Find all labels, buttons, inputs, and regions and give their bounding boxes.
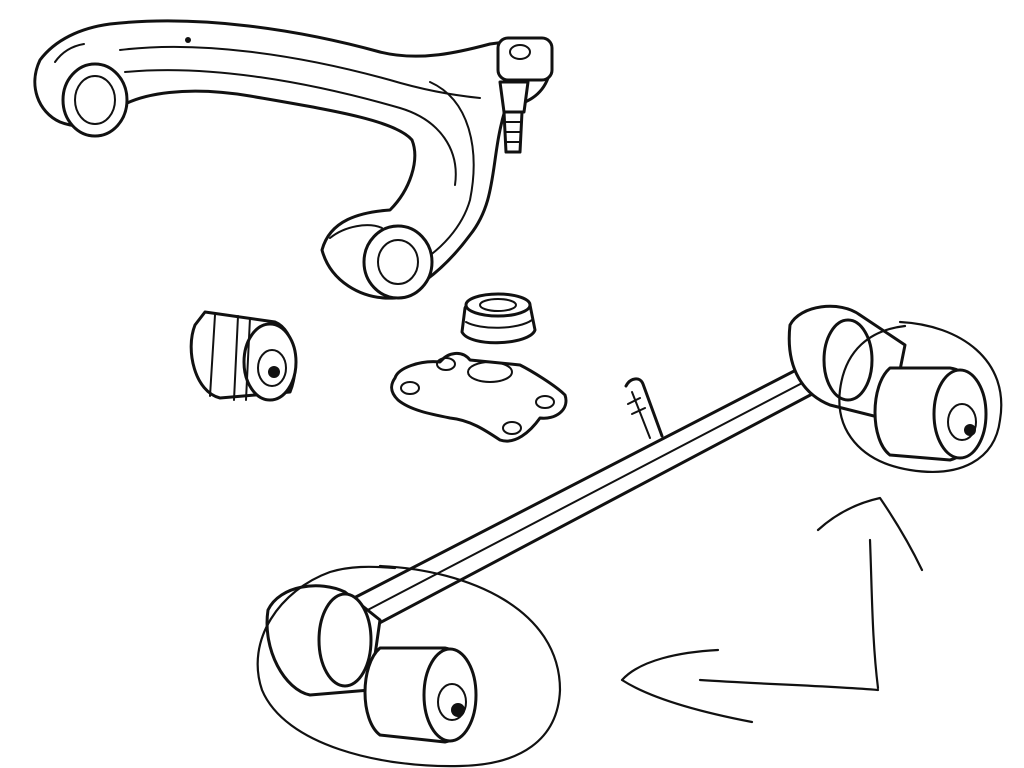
- circle-front-bushing: [838, 320, 1003, 473]
- arrow-to-front-bushing: [816, 496, 924, 690]
- cotter-pin: [624, 377, 664, 439]
- upper-control-arm: [33, 19, 554, 300]
- ball-joint-boot: [460, 292, 537, 345]
- arm-bushing: [189, 310, 298, 402]
- ball-joint-flange: [390, 352, 568, 443]
- circle-rear-bushing: [256, 564, 562, 768]
- arrow-to-rear-bushing: [620, 648, 880, 724]
